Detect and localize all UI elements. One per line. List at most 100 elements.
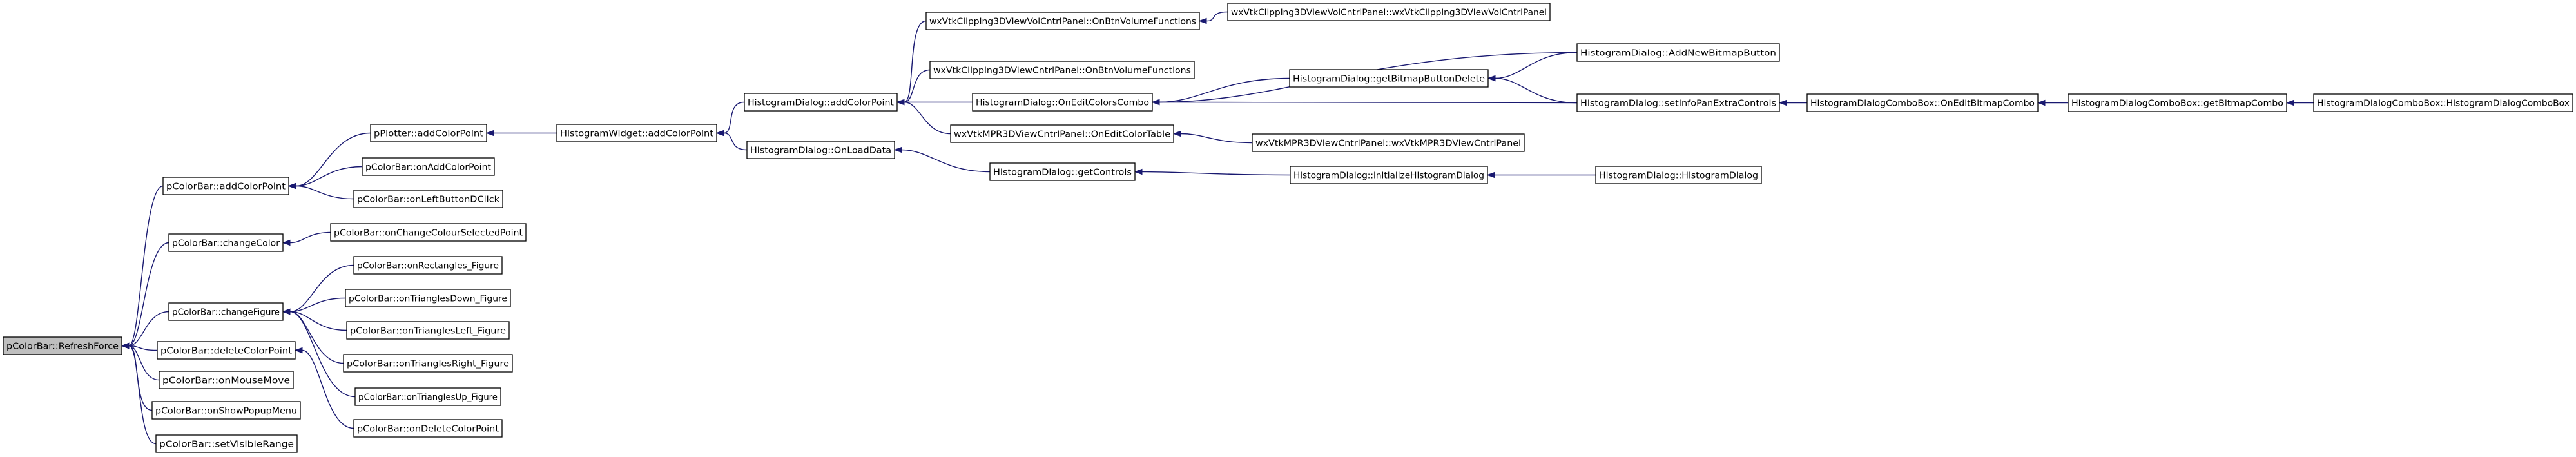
node-label: wxVtkMPR3DViewCntrlPanel::OnEditColorTab… bbox=[954, 130, 1170, 140]
edge-arrowhead bbox=[1151, 99, 1160, 106]
graph-node[interactable]: HistogramDialog::AddNewBitmapButton bbox=[1576, 43, 1780, 62]
node-label: HistogramDialog::HistogramDialog bbox=[1599, 171, 1758, 181]
node-label: pColorBar::RefreshForce bbox=[6, 342, 119, 352]
graph-node[interactable]: HistogramWidget::addColorPoint bbox=[556, 124, 717, 142]
node-label: HistogramDialog::setInfoPanExtraControls bbox=[1580, 99, 1776, 109]
graph-node[interactable]: pColorBar::changeColor bbox=[168, 233, 284, 252]
graph-node[interactable]: pColorBar::onRectangles_Figure bbox=[353, 256, 503, 275]
node-label: pColorBar::changeColor bbox=[172, 238, 280, 249]
call-edge bbox=[295, 132, 371, 187]
node-box bbox=[1227, 3, 1551, 21]
node-box bbox=[354, 387, 501, 406]
node-box bbox=[330, 223, 527, 242]
graph-node[interactable]: pColorBar::onTrianglesDown_Figure bbox=[345, 289, 511, 307]
node-label: HistogramWidget::addColorPoint bbox=[560, 129, 713, 139]
edge-arrowhead bbox=[715, 130, 724, 137]
node-box bbox=[1806, 93, 2039, 112]
node-box bbox=[744, 93, 898, 112]
edge-arrowhead bbox=[1778, 99, 1787, 106]
graph-node[interactable]: wxVtkMPR3DViewCntrlPanel::OnEditColorTab… bbox=[950, 124, 1174, 143]
call-edge bbox=[289, 264, 354, 313]
edge-arrowhead bbox=[294, 347, 303, 354]
graph-node[interactable]: pColorBar::addColorPoint bbox=[162, 177, 289, 195]
graph-node[interactable]: HistogramDialogComboBox::HistogramDialog… bbox=[2313, 93, 2573, 112]
graph-node[interactable]: HistogramDialog::HistogramDialog bbox=[1595, 166, 1762, 184]
node-label: pColorBar::onTrianglesDown_Figure bbox=[349, 294, 507, 304]
call-edge bbox=[302, 349, 354, 429]
node-box bbox=[556, 124, 717, 142]
graph-node[interactable]: pColorBar::onTrianglesRight_Figure bbox=[343, 354, 513, 373]
node-label: HistogramDialog::addColorPoint bbox=[748, 98, 894, 108]
call-edge bbox=[128, 345, 157, 445]
call-edge bbox=[289, 231, 331, 244]
node-label: HistogramDialog::getControls bbox=[993, 168, 1132, 178]
graph-node[interactable]: pColorBar::onLeftButtonDClick bbox=[353, 190, 503, 208]
graph-node[interactable]: HistogramDialog::setInfoPanExtraControls bbox=[1576, 93, 1780, 112]
graph-node[interactable]: pColorBar::changeFigure bbox=[168, 302, 284, 321]
graph-node[interactable]: pColorBar::onTrianglesLeft_Figure bbox=[346, 321, 510, 340]
node-box bbox=[1595, 166, 1762, 184]
graph-node[interactable]: pColorBar::setVisibleRange bbox=[155, 434, 298, 453]
call-edge bbox=[128, 311, 169, 347]
edge-arrowhead bbox=[485, 130, 494, 137]
graph-node[interactable]: HistogramDialog::OnLoadData bbox=[746, 141, 895, 159]
node-box bbox=[1289, 69, 1489, 88]
node-box bbox=[362, 157, 495, 176]
graph-node[interactable]: wxVtkClipping3DViewVolCntrlPanel::wxVtkC… bbox=[1227, 3, 1551, 21]
graph-node[interactable]: pColorBar::onMouseMove bbox=[159, 371, 294, 389]
node-box bbox=[353, 419, 503, 438]
graph-node[interactable]: wxVtkClipping3DViewCntrlPanel::OnBtnVolu… bbox=[929, 61, 1195, 79]
node-label: HistogramDialog::OnEditColorsCombo bbox=[976, 98, 1149, 108]
node-label: pColorBar::onTrianglesUp_Figure bbox=[358, 393, 498, 403]
call-edge bbox=[904, 101, 951, 135]
node-box bbox=[343, 354, 513, 373]
edge-arrowhead bbox=[1198, 17, 1207, 24]
call-edge bbox=[1180, 133, 1253, 144]
graph-node[interactable]: pColorBar::onChangeColourSelectedPoint bbox=[330, 223, 527, 242]
call-edge bbox=[1206, 11, 1228, 22]
graph-node[interactable]: HistogramDialog::getBitmapButtonDelete bbox=[1289, 69, 1489, 88]
node-box bbox=[2313, 93, 2573, 112]
node-label: wxVtkMPR3DViewCntrlPanel::wxVtkMPR3DView… bbox=[1255, 139, 1521, 149]
graph-node[interactable]: HistogramDialog::initializeHistogramDial… bbox=[1290, 166, 1488, 184]
node-box bbox=[929, 61, 1195, 79]
graph-node[interactable]: pColorBar::RefreshForce bbox=[3, 336, 122, 355]
node-box bbox=[1252, 133, 1525, 152]
edge-arrowhead bbox=[896, 99, 905, 106]
node-box bbox=[155, 434, 298, 453]
node-label: pColorBar::onTrianglesRight_Figure bbox=[347, 359, 509, 369]
nodes-layer: pColorBar::RefreshForce pColorBar::addCol… bbox=[3, 3, 2573, 453]
graph-node[interactable]: pColorBar::deleteColorPoint bbox=[157, 341, 296, 360]
graph-node[interactable]: wxVtkMPR3DViewCntrlPanel::wxVtkMPR3DView… bbox=[1252, 133, 1525, 152]
graph-node[interactable]: HistogramDialogComboBox::OnEditBitmapCom… bbox=[1806, 93, 2039, 112]
root-node-box bbox=[3, 336, 122, 355]
graph-node[interactable]: HistogramDialog::getControls bbox=[989, 162, 1136, 181]
node-label: wxVtkClipping3DViewVolCntrlPanel::wxVtkC… bbox=[1231, 8, 1547, 18]
call-edge bbox=[723, 101, 745, 134]
graph-node[interactable]: pColorBar::onAddColorPoint bbox=[362, 157, 495, 176]
node-label: HistogramDialogComboBox::HistogramDialog… bbox=[2317, 99, 2570, 109]
graph-node[interactable]: pPlotter::addColorPoint bbox=[370, 124, 487, 142]
graph-node[interactable]: HistogramDialogComboBox::getBitmapCombo bbox=[2068, 93, 2287, 112]
node-label: HistogramDialog::OnLoadData bbox=[750, 146, 891, 156]
graph-node[interactable]: HistogramDialog::addColorPoint bbox=[744, 93, 898, 112]
graph-node[interactable]: HistogramDialog::OnEditColorsCombo bbox=[972, 93, 1153, 112]
node-label: pColorBar::setVisibleRange bbox=[159, 440, 294, 450]
graph-node[interactable]: pColorBar::onDeleteColorPoint bbox=[353, 419, 503, 438]
node-label: wxVtkClipping3DViewCntrlPanel::OnBtnVolu… bbox=[933, 66, 1191, 76]
call-edge bbox=[904, 69, 931, 103]
call-edge bbox=[295, 166, 363, 187]
node-box bbox=[346, 321, 510, 340]
graph-node[interactable]: pColorBar::onShowPopupMenu bbox=[151, 401, 301, 420]
node-label: pColorBar::onChangeColourSelectedPoint bbox=[334, 228, 523, 238]
node-box bbox=[2068, 93, 2287, 112]
node-label: pColorBar::onMouseMove bbox=[162, 376, 290, 386]
node-box bbox=[353, 190, 503, 208]
call-edge bbox=[1495, 52, 1578, 79]
node-box bbox=[151, 401, 301, 420]
graph-node[interactable]: wxVtkClipping3DViewVolCntrlPanel::OnBtnV… bbox=[925, 12, 1200, 30]
graph-node[interactable]: pColorBar::onTrianglesUp_Figure bbox=[354, 387, 501, 406]
call-edge bbox=[128, 345, 160, 381]
node-box bbox=[950, 124, 1174, 143]
call-edge bbox=[1159, 77, 1290, 103]
